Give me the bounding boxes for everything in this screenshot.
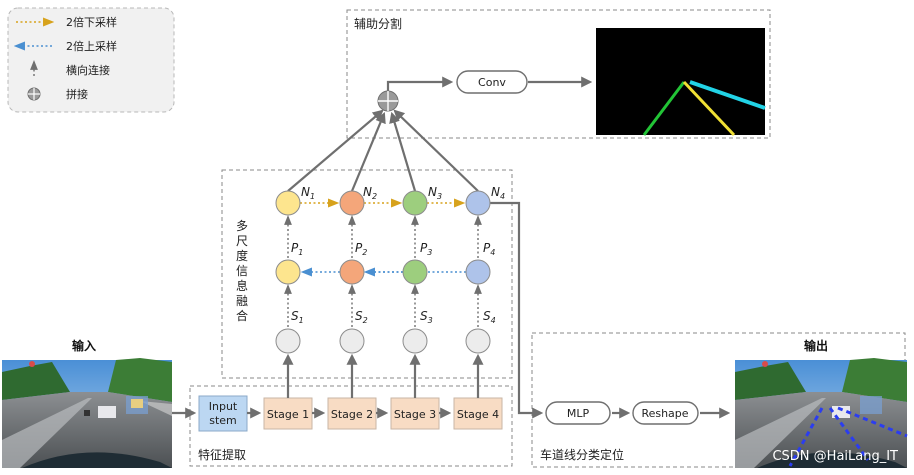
concat-node	[377, 90, 399, 112]
fusion-title-char: 度	[236, 248, 248, 263]
aux-seg-title: 辅助分割	[354, 16, 402, 31]
stage-4-block: Stage 4	[453, 397, 503, 430]
s4-node	[465, 328, 491, 354]
p4-label: P4	[483, 241, 495, 257]
output-label: 输出	[804, 338, 828, 353]
n1-node	[275, 190, 301, 216]
legend-upsample-label: 2倍上采样	[66, 39, 117, 53]
n4-to-mlp-arrow	[490, 201, 544, 419]
s1-node	[275, 328, 301, 354]
p3-label: P3	[420, 241, 432, 257]
input-stem-block: Input stem	[198, 395, 248, 432]
n2-node	[339, 190, 365, 216]
fusion-title-char: 尺	[236, 234, 248, 248]
legend: 2倍下采样 2倍上采样 横向连接 拼接	[7, 7, 175, 113]
p3-node	[402, 259, 428, 285]
watermark: CSDN @HaiLang_IT	[772, 449, 898, 464]
input-label: 输入	[72, 338, 96, 353]
aux-seg-frame	[346, 9, 771, 139]
s1-label: S1	[291, 309, 304, 325]
n2-to-concat-arrow	[350, 111, 386, 192]
s2-label: S2	[355, 309, 368, 325]
n4-to-concat-arrow	[393, 109, 479, 192]
conv-label: Conv	[478, 76, 506, 89]
concat-to-conv-arrow	[386, 76, 454, 91]
p1-label: P1	[291, 241, 303, 257]
stage-3-label: Stage 3	[394, 408, 436, 421]
fusion-title-char: 息	[236, 278, 248, 293]
p2-label: P2	[355, 241, 367, 257]
p2-node	[339, 259, 365, 285]
input-road-image	[2, 358, 172, 468]
legend-downsample-label: 2倍下采样	[66, 15, 117, 29]
legend-concat-icon	[27, 87, 41, 101]
fusion-title: 多 尺 度 信 息 融 合	[236, 219, 248, 323]
stage-3-block: Stage 3	[390, 397, 440, 430]
p1-node	[275, 259, 301, 285]
legend-concat-label: 拼接	[66, 87, 88, 101]
lane-cls-title: 车道线分类定位	[540, 447, 624, 462]
conv-block: Conv	[456, 70, 528, 94]
n1-to-concat-arrow	[287, 109, 384, 192]
legend-frame	[7, 7, 175, 113]
fusion-title-char: 合	[236, 308, 248, 323]
stage-1-block: Stage 1	[263, 397, 313, 430]
s3-node	[402, 328, 428, 354]
input-stem-line2: stem	[209, 414, 237, 427]
n3-node	[402, 190, 428, 216]
lane-cls-frame	[531, 332, 906, 468]
mlp-block: MLP	[545, 401, 611, 425]
n4-node	[465, 190, 491, 216]
output-road-image	[735, 358, 908, 468]
stage-2-block: Stage 2	[327, 397, 377, 430]
fusion-title-char: 信	[236, 264, 248, 278]
fusion-title-char: 多	[236, 219, 248, 233]
s3-label: S3	[420, 309, 433, 325]
n2-label: N2	[363, 185, 377, 201]
n3-label: N3	[428, 185, 442, 201]
n3-to-concat-arrow	[389, 111, 417, 192]
input-stem-line1: Input	[209, 400, 238, 413]
fusion-title-char: 融	[236, 294, 248, 308]
stage-1-label: Stage 1	[267, 408, 309, 421]
s4-label: S4	[483, 309, 496, 325]
legend-lateral-label: 横向连接	[66, 63, 110, 77]
n4-label: N4	[491, 185, 505, 201]
reshape-label: Reshape	[641, 407, 688, 420]
stage-2-label: Stage 2	[331, 408, 373, 421]
n1-label: N1	[301, 185, 315, 201]
stage-4-label: Stage 4	[457, 408, 499, 421]
p4-node	[465, 259, 491, 285]
reshape-block: Reshape	[632, 401, 699, 425]
mlp-label: MLP	[567, 407, 590, 420]
segmentation-mask	[596, 28, 766, 137]
fusion-frame	[221, 169, 513, 379]
feature-extraction-title: 特征提取	[198, 447, 246, 462]
s2-node	[339, 328, 365, 354]
